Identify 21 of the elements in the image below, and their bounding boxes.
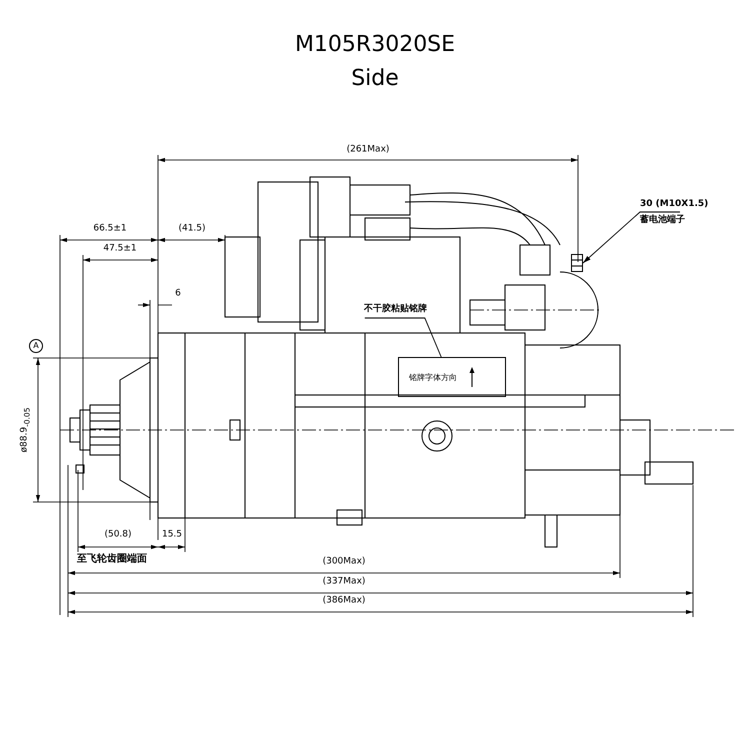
dimension-label: (261Max) [346,144,390,156]
dimension-label: (386Max) [322,596,366,606]
nameplate-box [398,357,506,397]
dimension-label: 66.5±1 [93,224,127,234]
caption: Side [350,66,400,91]
callout-text: 蓄电池端子 [640,214,686,226]
dimension-label: 15.5 [162,530,182,540]
dimension-label: (337Max) [322,576,366,588]
dimension-label: (41.5) [178,224,206,234]
title: M105R3020SE [294,32,456,57]
leader-line [364,318,442,358]
dimension-label: 6 [175,288,181,300]
leader-line [582,212,680,264]
callout-text: 不干胶粘贴铭牌 [364,303,428,315]
dimension-label: 47.5±1 [103,244,137,254]
thread-size-label: 30 (M10X1.5) [640,198,710,210]
datum-label: A [29,339,43,353]
dimension-label: (50.8) [104,530,132,540]
note-text: 至飞轮齿圈端面 [77,554,147,564]
nameplate-note: 铭牌字体方向 [409,372,457,383]
dimension-label: (300Max) [322,556,366,568]
